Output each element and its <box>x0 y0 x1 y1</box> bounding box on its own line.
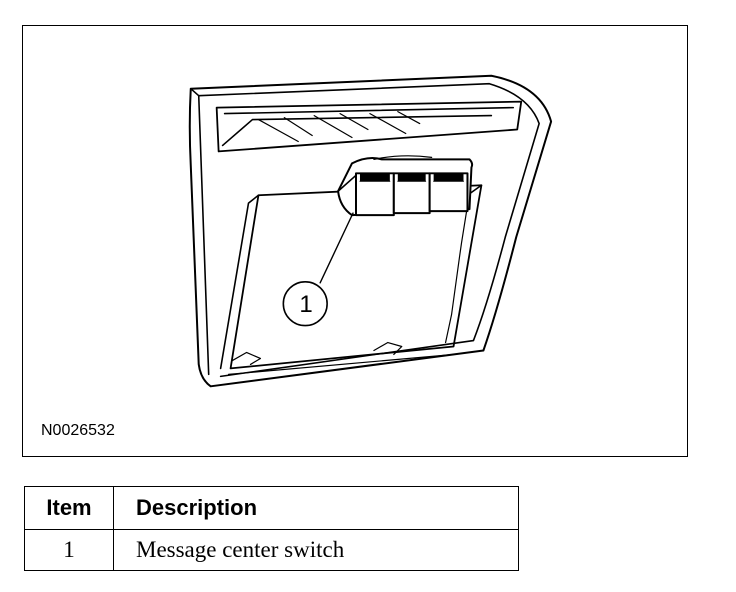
lower-lip <box>227 353 455 375</box>
bottom-clip-left <box>231 351 262 366</box>
description-cell: Message center switch <box>113 529 519 571</box>
table-row: 1 Message center switch <box>24 529 519 571</box>
callout-circle <box>282 281 328 327</box>
bezel-outline <box>188 74 553 388</box>
item-column-header: Item <box>24 486 114 530</box>
callout-number: 1 <box>299 291 313 318</box>
message-center-switch <box>337 155 474 217</box>
bottom-clip-right <box>373 341 403 356</box>
upper-slot-inner <box>221 106 515 147</box>
dashboard-bezel-illustration <box>188 74 553 388</box>
item-number-cell: 1 <box>24 529 114 571</box>
legend-table: Item Description 1 Message center switch <box>24 486 519 571</box>
bezel-left-flange <box>189 87 210 376</box>
upper-slot <box>215 100 523 153</box>
legend-header-row: Item Description <box>24 486 519 530</box>
illustration-frame: 1 N0026532 <box>22 25 688 457</box>
bezel-inner-edge <box>197 82 540 378</box>
lower-opening-right-rail <box>444 192 471 344</box>
upper-slot-hatch <box>257 111 421 143</box>
figure-id: N0026532 <box>41 422 115 439</box>
description-column-header: Description <box>113 486 519 530</box>
callout-leader <box>319 212 354 284</box>
